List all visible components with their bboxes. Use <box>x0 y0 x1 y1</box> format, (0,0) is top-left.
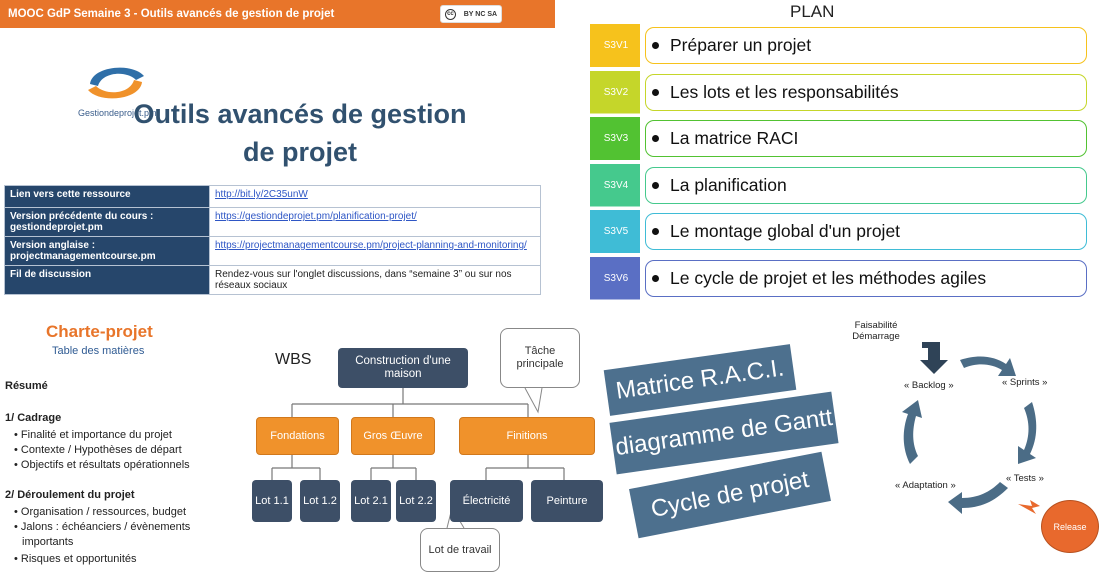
table-row: Version précédente du cours : gestiondep… <box>4 207 541 237</box>
list-item: • Objectifs et résultats opérationnels <box>14 459 190 471</box>
plan-item-label: Préparer un projet <box>670 35 812 55</box>
plan-code-2: S3V2 <box>590 70 640 114</box>
bullet-icon <box>652 181 659 189</box>
cycle-start-label: Faisabilité Démarrage <box>852 320 900 342</box>
bullet-icon <box>652 42 659 49</box>
cycle-arrows <box>902 342 1040 514</box>
resource-link[interactable]: http://bit.ly/2C35unW <box>215 189 308 200</box>
plan-item-3[interactable]: La matrice RACI <box>645 120 1087 157</box>
wbs-label: WBS <box>275 351 312 368</box>
cycle-backlog-label: « Backlog » <box>904 380 954 391</box>
resources-table: Lien vers cette ressource http://bit.ly/… <box>4 185 541 295</box>
cc-license-icon: cc BY NC SA <box>440 5 502 23</box>
logo-caption: Gestiondeprojet.pm <box>78 108 157 118</box>
plan-item-5[interactable]: Le montage global d'un projet <box>645 213 1087 250</box>
wbs-root-box: Construction d'une maison <box>338 348 468 388</box>
plan-code-5: S3V5 <box>590 210 640 253</box>
list-item: importants <box>22 536 74 548</box>
english-version-link[interactable]: https://projectmanagementcourse.pm/proje… <box>215 240 527 251</box>
previous-course-link[interactable]: https://gestiondeprojet.pm/planification… <box>215 211 417 222</box>
plan-item-label: La planification <box>670 174 787 195</box>
plan-item-2[interactable]: Les lots et les responsabilités <box>645 73 1087 111</box>
wbs-peinture: Peinture <box>531 480 603 522</box>
list-item: • Jalons : échéanciers / évènements <box>14 521 191 533</box>
plan-item-label: Les lots et les responsabilités <box>670 81 899 102</box>
plan-code-1: S3V1 <box>590 24 640 67</box>
bullet-icon <box>652 88 659 96</box>
plan-item-4[interactable]: La planification <box>645 166 1087 204</box>
release-circle: Release <box>1041 500 1099 553</box>
wbs-lot-1-2: Lot 1.2 <box>300 480 340 522</box>
plan-item-1[interactable]: Préparer un projet <box>645 27 1087 64</box>
charte-subtitle: Table des matières <box>52 345 145 357</box>
table-row: Lien vers cette ressource http://bit.ly/… <box>4 185 541 208</box>
plan-item-label: La matrice RACI <box>670 128 799 148</box>
wbs-gros-oeuvre: Gros Œuvre <box>351 417 435 455</box>
course-title: MOOC GdP Semaine 3 - Outils avancés de g… <box>8 8 335 20</box>
callout-main-task: Tâche principale <box>500 328 580 388</box>
cycle-tests-label: « Tests » <box>1006 473 1044 484</box>
toc-section-2: 2/ Déroulement du projet <box>5 489 135 501</box>
plan-item-6[interactable]: Le cycle de projet et les méthodes agile… <box>645 259 1087 297</box>
plan-item-label: Le cycle de projet et les méthodes agile… <box>670 267 987 288</box>
toc-section-1: 1/ Cadrage <box>5 412 62 424</box>
plan-code-4: S3V4 <box>590 163 640 207</box>
wbs-electricite: Électricité <box>450 480 523 522</box>
table-row: Fil de discussion Rendez-vous sur l'ongl… <box>4 265 541 295</box>
list-item: • Organisation / ressources, budget <box>14 506 187 518</box>
wbs-fondations: Fondations <box>256 417 339 455</box>
plan-title: PLAN <box>790 2 835 21</box>
plan-code-6: S3V6 <box>590 256 640 300</box>
cycle-adaptation-label: « Adaptation » <box>895 480 956 491</box>
list-item: • Contexte / Hypothèses de départ <box>14 444 182 456</box>
bullet-icon <box>652 274 659 282</box>
list-item: • Risques et opportunités <box>14 553 137 565</box>
plan-code-3: S3V3 <box>590 117 640 160</box>
bullet-icon <box>652 228 659 235</box>
wbs-lot-2-2: Lot 2.2 <box>396 480 436 522</box>
charte-title: Charte-projet <box>46 322 153 341</box>
list-item: • Finalité et importance du projet <box>14 429 172 441</box>
plan-item-label: Le montage global d'un projet <box>670 221 901 241</box>
table-row: Version anglaise : projectmanagementcour… <box>4 236 541 266</box>
cycle-sprints-label: « Sprints » <box>1002 377 1048 388</box>
discussion-text: Rendez-vous sur l'onglet discussions, da… <box>209 265 541 295</box>
wbs-finitions: Finitions <box>459 417 595 455</box>
wbs-lot-1-1: Lot 1.1 <box>252 480 292 522</box>
page-title: Outils avancés de gestion de projet <box>133 99 467 167</box>
wbs-lot-2-1: Lot 2.1 <box>351 480 391 522</box>
toc-resume: Résumé <box>5 380 48 392</box>
gestiondeprojet-logo-icon <box>88 67 144 99</box>
bullet-icon <box>652 135 659 142</box>
callout-work-package: Lot de travail <box>420 528 500 572</box>
